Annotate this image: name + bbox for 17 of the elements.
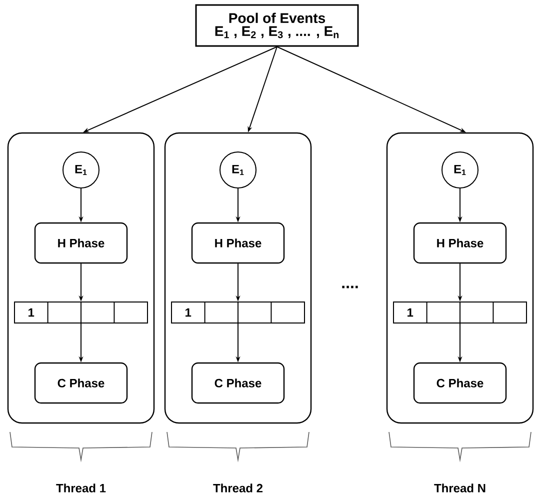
thread-label: Thread 1: [56, 484, 106, 492]
queue-bar: 1: [393, 302, 527, 324]
phase-box: H Phase: [34, 222, 128, 264]
queue-bar: 1: [171, 302, 305, 324]
pool-box: Pool of Events E$_{1}$ , E$_{2}$ , E$_{3}$ , .... , E$_{n}$: [195, 4, 359, 47]
phase-box: C Phase: [191, 362, 285, 404]
thread-label: Thread N: [434, 484, 486, 492]
thread-box: [386, 132, 534, 424]
queue-bar: 1: [14, 302, 148, 324]
phase-box: C Phase: [413, 362, 507, 404]
phase-box: H Phase: [413, 222, 507, 264]
thread-box: [164, 132, 312, 424]
phase-box: C Phase: [34, 362, 128, 404]
thread-label: Thread 2: [213, 484, 263, 492]
thread-box: [7, 132, 155, 424]
phase-box: H Phase: [191, 222, 285, 264]
ellipsis: ....: [342, 286, 358, 288]
